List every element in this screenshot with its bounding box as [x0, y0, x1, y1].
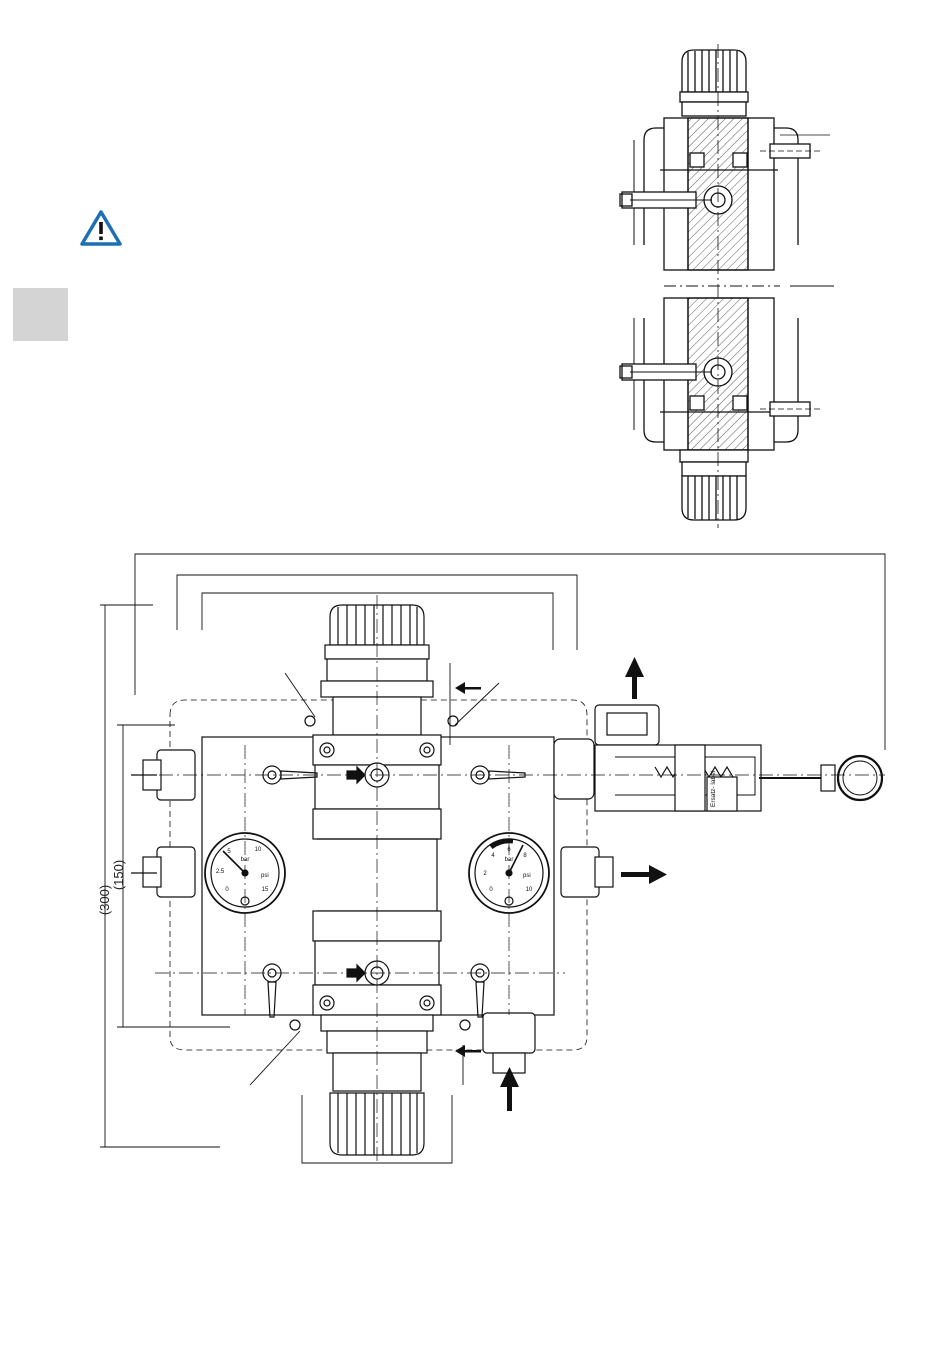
inlet-fitting — [483, 1013, 535, 1073]
gauge-unit-right: bar — [505, 857, 514, 863]
gauge-left-tick: 2.5 — [216, 869, 225, 875]
gauge-left-tick: 10 — [255, 847, 262, 853]
gauge-left-tick: 15 — [262, 887, 269, 893]
section-view-diagram — [600, 40, 850, 530]
gauge-unit-alt-right: psi — [523, 873, 531, 879]
top-knob — [680, 50, 748, 116]
arrow-left-icon — [455, 682, 481, 694]
bottom-knob — [680, 450, 748, 520]
dimension-label-300: (300) — [97, 885, 112, 915]
left-fittings — [131, 750, 195, 897]
arrow-up-outlet-icon — [625, 657, 644, 699]
gauge-right-tick: 10 — [526, 887, 533, 893]
arrow-left-icon — [455, 1045, 481, 1057]
gauge-unit-left: bar — [241, 857, 250, 863]
dimension-label-150: (150) — [111, 860, 126, 890]
warning-triangle-icon — [80, 210, 122, 246]
relief-valve-label: Ersatz- label — [710, 770, 717, 807]
relief-valve — [595, 705, 882, 811]
section-tab — [13, 288, 68, 341]
front-view-diagram: (300) (150) bar bar psi psi 0 2.5 5 10 1… — [95, 545, 895, 1175]
gauge-unit-alt-left: psi — [261, 873, 269, 879]
arrow-right-outlet-icon — [621, 865, 667, 884]
